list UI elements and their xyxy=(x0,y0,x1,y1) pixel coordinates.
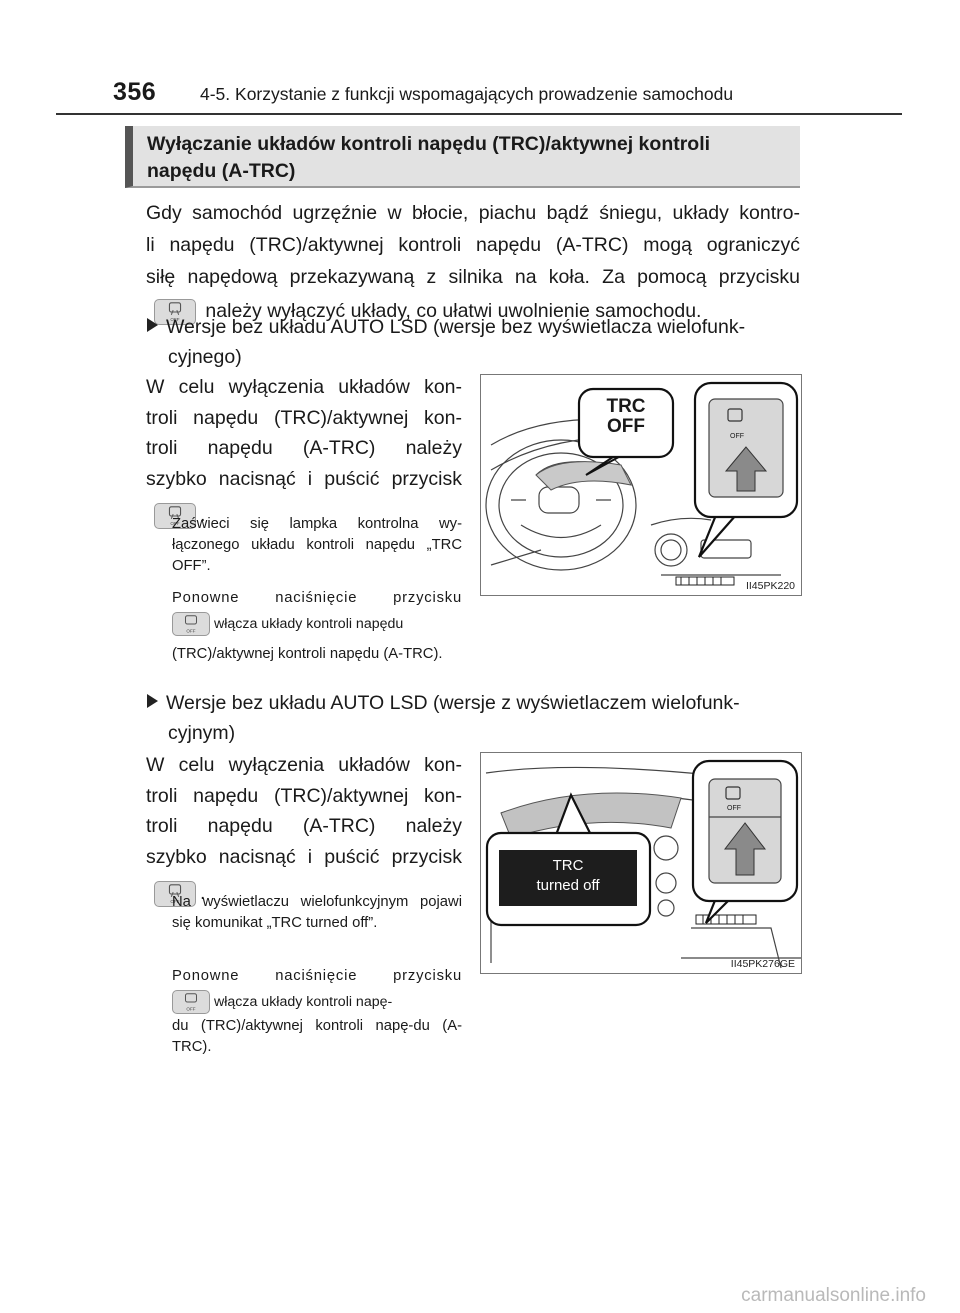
section-heading: Wyłączanie układów kontroli napędu (TRC)… xyxy=(125,126,800,188)
svg-text:OFF: OFF xyxy=(186,1006,195,1011)
body-line: W celu wyłączenia układów kon- xyxy=(146,376,462,398)
callout-line: OFF xyxy=(607,416,645,437)
bullet-text: Wersje bez układu AUTO LSD (wersje z wyś… xyxy=(166,692,740,714)
note-line: (TRC)/aktywnej kontroli napędu (A-TRC). xyxy=(172,646,443,662)
bullet-arrow-icon xyxy=(147,318,158,332)
variant2-body: W celu wyłączenia układów kon- troli nap… xyxy=(146,750,462,909)
body-line: troli napędu (A-TRC) należy xyxy=(146,815,462,837)
trc-off-callout: TRC OFF xyxy=(582,397,670,437)
bullet-text: Wersje bez układu AUTO LSD (wersje bez w… xyxy=(166,316,746,338)
bullet-text: cyjnego) xyxy=(168,346,242,368)
page-number: 356 xyxy=(113,78,157,106)
figure-code: II45PK276GE xyxy=(730,958,795,970)
body-line: szybko nacisnąć i puścić przycisk xyxy=(146,845,462,868)
bullet-arrow-icon xyxy=(147,694,158,708)
body-line-with-icon: OFF. xyxy=(146,878,462,909)
note-line-with-icon: OFF włącza układy kontroli napę- xyxy=(172,990,462,1014)
section-heading-line2: napędu (A-TRC) xyxy=(147,160,296,182)
intro-line: siłę napędową przekazywaną z silnika na … xyxy=(146,266,800,288)
dashboard-figure-trc-off-indicator: TRC OFF OFF II45PK220 xyxy=(480,374,802,596)
bullet-text: cyjnym) xyxy=(168,722,236,744)
body-end: . xyxy=(200,882,206,904)
variant1-body: W celu wyłączenia układów kon- troli nap… xyxy=(146,372,462,531)
body-end: . xyxy=(200,504,206,526)
variant2-note2: Ponowne naciśnięcie przycisku OFF włącza … xyxy=(172,966,462,1058)
figure-code: II45PK220 xyxy=(745,580,795,592)
note-text: włącza układy kontroli napę- xyxy=(214,993,393,1010)
chapter-title: 4-5. Korzystanie z funkcji wspomagającyc… xyxy=(200,84,734,104)
dashboard-figure-trc-message: TRC turned off OFF II45PK276GE xyxy=(480,752,802,974)
variant-bullet: Wersje bez układu AUTO LSD (wersje bez w… xyxy=(147,312,800,372)
svg-text:OFF: OFF xyxy=(170,899,179,904)
display-line: turned off xyxy=(536,877,600,894)
svg-text:OFF: OFF xyxy=(170,521,179,526)
body-line: troli napędu (TRC)/aktywnej kon- xyxy=(146,406,462,429)
intro-line-with-icon: OFF należy wyłączyć układy, co ułatwi uw… xyxy=(146,295,800,327)
button-off-label: OFF xyxy=(730,433,744,440)
body-line: W celu wyłączenia układów kon- xyxy=(146,754,462,776)
body-line: szybko nacisnąć i puścić przycisk xyxy=(146,467,462,490)
body-line-with-icon: OFF. xyxy=(146,500,462,531)
variant1-note1: Zaświeci się lampka kontrolna wy-łączone… xyxy=(172,516,462,574)
body-line: troli napędu (TRC)/aktywnej kon- xyxy=(146,784,462,807)
variant-bullet: Wersje bez układu AUTO LSD (wersje z wyś… xyxy=(147,688,800,748)
variant2-note1: Na wyświetlaczu wielofunkcyjnym pojawi s… xyxy=(172,894,462,931)
watermark: carmanualsonline.info xyxy=(741,1285,926,1306)
section-heading-line1: Wyłączanie układów kontroli napędu (TRC)… xyxy=(147,133,711,155)
intro-paragraph: Gdy samochód ugrzęźnie w błocie, piachu … xyxy=(146,197,800,327)
trc-off-button-icon: OFF xyxy=(154,298,196,325)
header-divider xyxy=(56,113,902,115)
note-line-with-icon: OFF włącza układy kontroli napędu xyxy=(172,612,462,636)
trc-off-button-icon: OFF xyxy=(154,880,196,907)
intro-line: Gdy samochód ugrzęźnie w błocie, piachu … xyxy=(146,202,800,224)
note-line: du (TRC)/aktywnej kontroli napę-du (A-TR… xyxy=(172,1018,462,1055)
trc-off-button-icon: OFF xyxy=(172,612,210,636)
note-line: Ponowne naciśnięcie przycisku xyxy=(172,968,462,984)
button-off-label: OFF xyxy=(727,805,741,812)
note-line: Ponowne naciśnięcie przycisku xyxy=(172,590,462,606)
svg-text:OFF: OFF xyxy=(186,628,195,633)
note-text: włącza układy kontroli napędu xyxy=(214,615,404,632)
intro-line: należy wyłączyć układy, co ułatwi uwolni… xyxy=(205,300,702,322)
dashboard-illustration xyxy=(485,381,799,586)
callout-line: TRC xyxy=(606,396,646,417)
dashboard-illustration xyxy=(485,759,801,969)
trc-off-button-icon: OFF xyxy=(154,502,196,529)
trc-off-button-icon: OFF xyxy=(172,990,210,1014)
display-line: TRC xyxy=(552,857,584,874)
variant1-note2: Ponowne naciśnięcie przycisku OFF włącza … xyxy=(172,588,462,665)
body-line: troli napędu (A-TRC) należy xyxy=(146,437,462,459)
svg-text:OFF: OFF xyxy=(170,317,179,322)
trc-turned-off-message: TRC turned off xyxy=(499,856,637,896)
intro-line: li napędu (TRC)/aktywnej kontroli napędu… xyxy=(146,234,800,256)
